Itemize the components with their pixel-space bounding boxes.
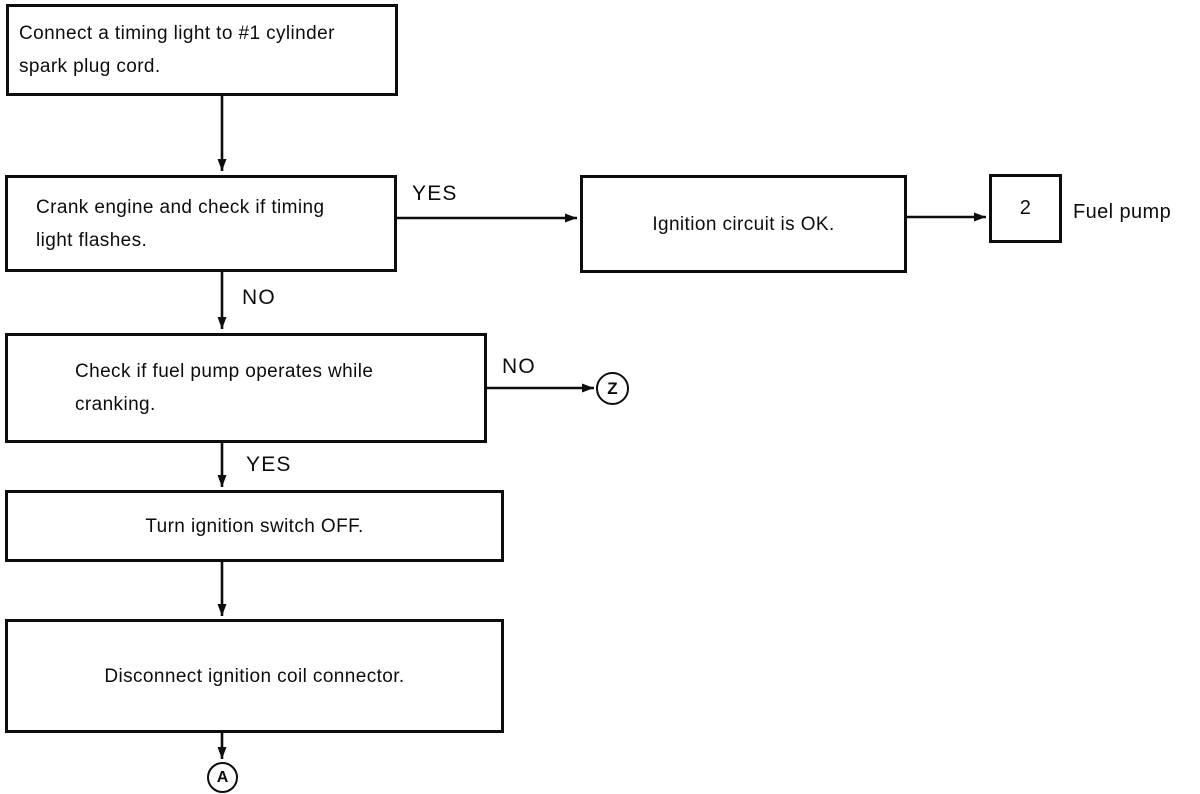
step-text: Disconnect ignition coil connector. [104,665,405,687]
connector-letter: A [216,768,229,786]
branch-label-no: NO [502,355,536,378]
step-text: Crank engine and check if timing light f… [36,196,325,251]
branch-label-no: NO [242,286,276,309]
step-box-check-fuel-pump: Check if fuel pump operates while cranki… [5,333,487,443]
step-box-ignition-switch-off: Turn ignition switch OFF. [5,490,504,562]
step-text: Connect a timing light to #1 cylinder sp… [19,23,335,77]
step-text: Ignition circuit is OK. [652,213,835,235]
step-text: Check if fuel pump operates while cranki… [75,361,374,415]
step-box-connect-timing-light: Connect a timing light to #1 cylinder sp… [6,4,398,96]
offpage-connector-a: A [207,762,238,793]
branch-label-yes: YES [246,453,292,476]
step-box-disconnect-coil: Disconnect ignition coil connector. [5,619,504,733]
result-box-ignition-ok: Ignition circuit is OK. [580,175,907,273]
connector-letter: Z [607,378,618,398]
step-text: Turn ignition switch OFF. [145,515,364,537]
reference-label-fuel-pump: Fuel pump [1073,201,1172,223]
offpage-connector-z: Z [596,372,629,405]
reference-box-chart-2: 2 [989,174,1062,243]
reference-number: 2 [1019,197,1032,219]
branch-label-yes: YES [412,182,458,205]
step-box-crank-engine: Crank engine and check if timing light f… [5,175,397,272]
